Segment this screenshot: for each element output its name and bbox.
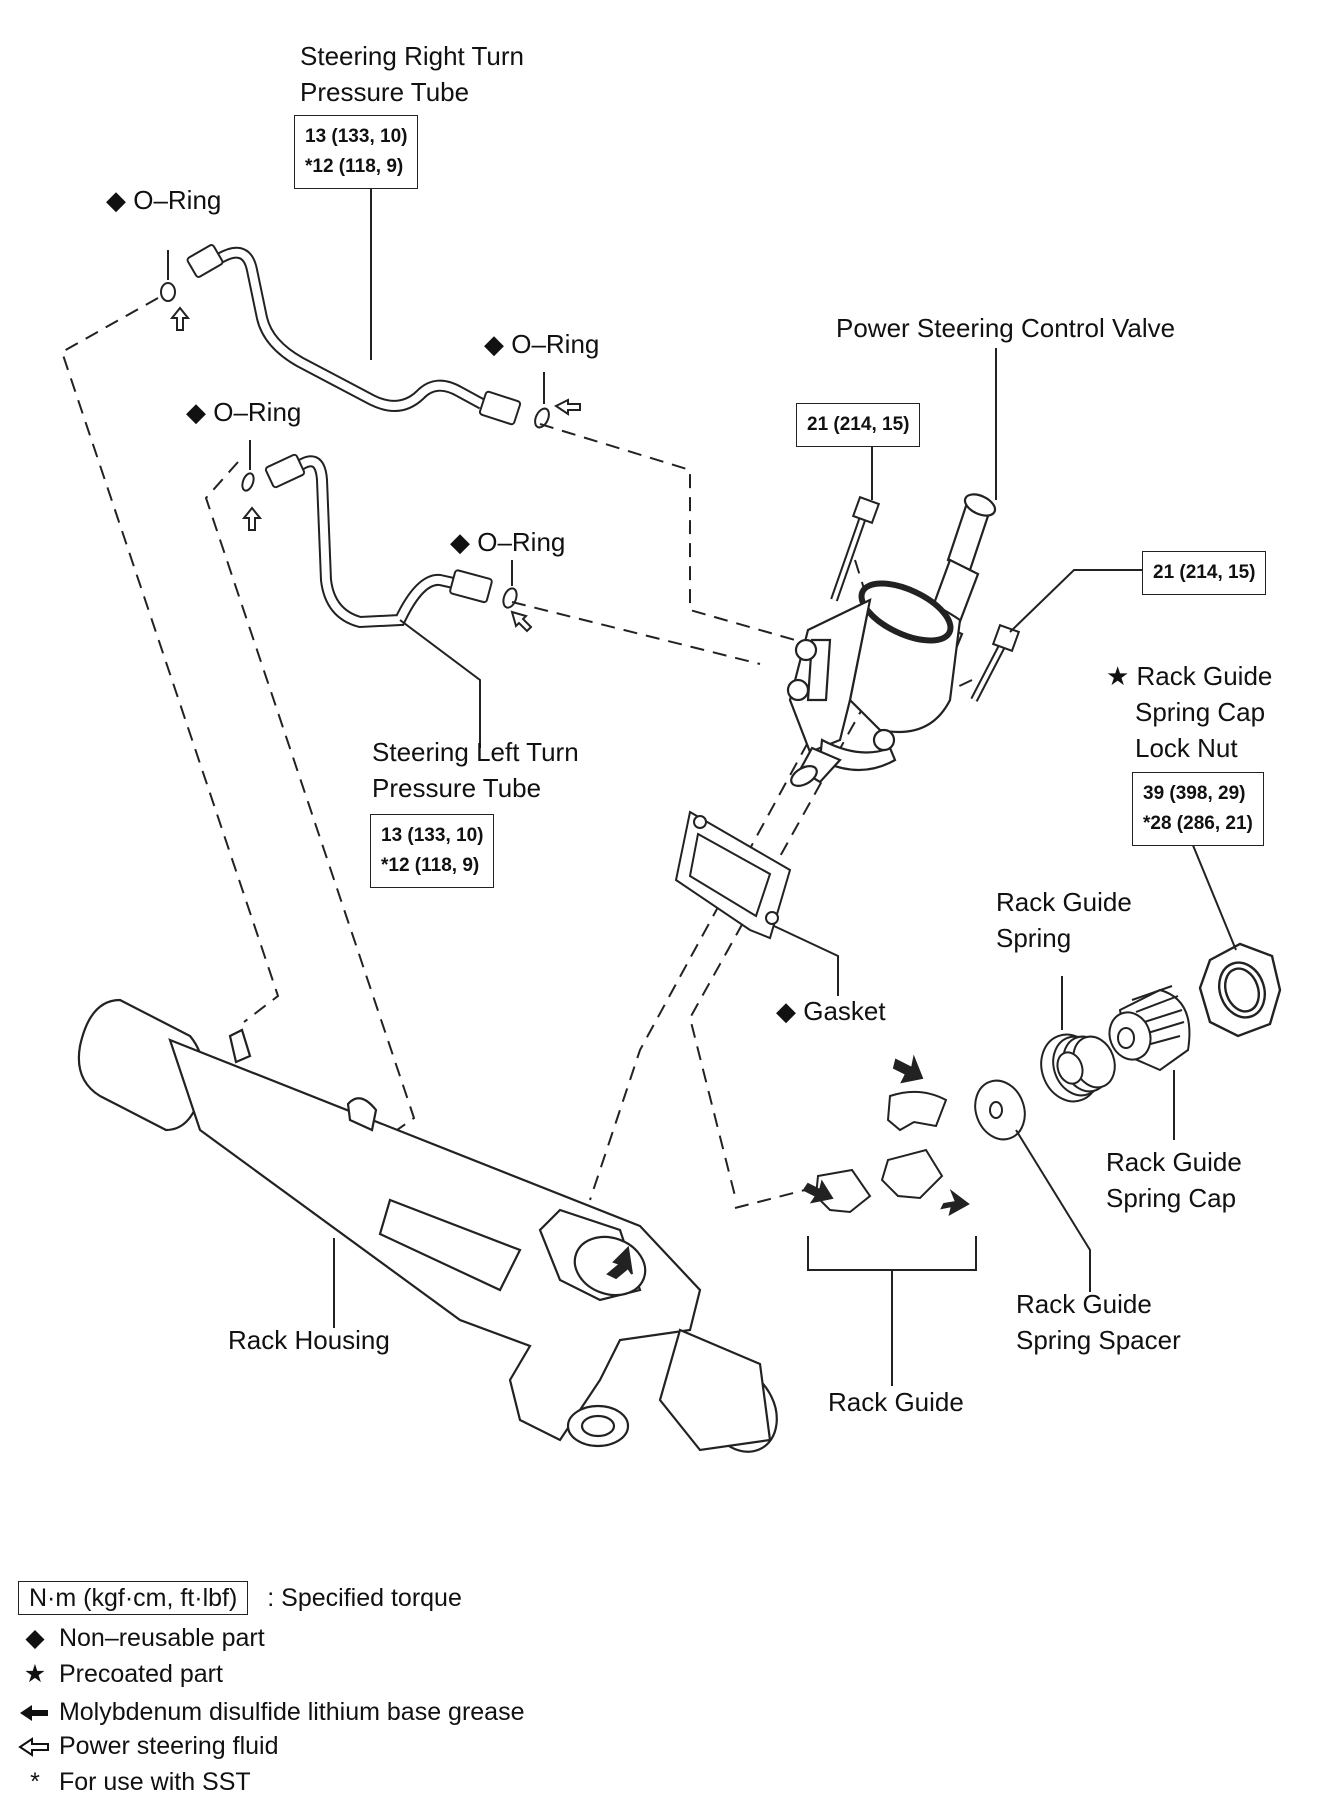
label-oring-left-mid: ◆ O–Ring — [186, 397, 302, 427]
torque-box-left-tube: 13 (133, 10) *12 (118, 9) — [370, 814, 495, 888]
legend-fluid: Power steering fluid — [58, 1732, 279, 1760]
valve-bolt-right — [970, 623, 1021, 702]
label-oring-top-left: ◆ O–Ring — [106, 185, 222, 215]
rack-guide-spring-part — [1040, 1033, 1116, 1103]
legend-precoated: Precoated part — [58, 1660, 223, 1688]
label-power-steering-control-valve: Power Steering Control Valve — [836, 313, 1176, 343]
label-rack-guide-spring-spacer: Rack Guide Spring Spacer — [1016, 1286, 1181, 1358]
torque-value: 39 (398, 29) — [1143, 783, 1246, 804]
rack-guide-spring-cap-lock-nut-part — [1198, 942, 1282, 1038]
torque-value: 21 (214, 15) — [807, 414, 910, 435]
label-steering-left-turn-pressure-tube: Steering Left Turn Pressure Tube — [372, 734, 579, 806]
oring-left-mid — [241, 472, 255, 492]
label-line: Lock Nut — [1135, 733, 1238, 763]
legend-row-sst: * For use with SST — [18, 1764, 251, 1800]
grease-arrow-icon — [606, 1245, 633, 1280]
legend-row-fluid: Power steering fluid — [18, 1728, 279, 1764]
label-line: Spring Cap — [1106, 1183, 1237, 1213]
torque-box-valve-bolt-right: 21 (214, 15) — [1142, 551, 1267, 595]
legend-specified-torque: : Specified torque — [267, 1584, 462, 1612]
label-line: Spring — [996, 923, 1072, 953]
rack-guide-bracket — [807, 1236, 977, 1271]
oring-right-mid — [534, 407, 550, 429]
label-oring-right-mid: ◆ O–Ring — [484, 329, 600, 359]
legend-row-non-reusable: ◆ Non–reusable part — [18, 1620, 265, 1656]
right-turn-pressure-tube — [186, 244, 522, 426]
legend-row-torque: N·m (kgf·cm, ft·lbf) : Specified torque — [18, 1580, 462, 1616]
asterisk-icon: * — [30, 1768, 40, 1796]
hollow-left-arrow-icon — [18, 1737, 49, 1758]
left-turn-pressure-tube — [264, 453, 493, 629]
label-rack-guide-spring: Rack Guide Spring — [996, 884, 1132, 956]
lock-nut-leader — [1189, 837, 1237, 951]
label-rack-housing: Rack Housing — [228, 1325, 390, 1355]
legend-non-reusable: Non–reusable part — [58, 1624, 265, 1652]
label-rack-guide-spring-cap-lock-nut: ★ Rack Guide Spring Cap Lock Nut — [1106, 658, 1272, 766]
label-right-turn-pressure-tube: Steering Right Turn Pressure Tube — [300, 38, 524, 110]
label-oring-lower: ◆ O–Ring — [450, 527, 566, 557]
torque-value: *12 (118, 9) — [381, 855, 480, 876]
torque-box-valve-bolt-left: 21 (214, 15) — [796, 403, 921, 447]
label-gasket: ◆ Gasket — [776, 996, 886, 1026]
fluid-arrow-icon — [169, 306, 581, 633]
rack-guide-part — [814, 1090, 948, 1214]
star-icon: ★ — [23, 1660, 47, 1688]
spring-spacer-leader — [1015, 1129, 1091, 1292]
label-rack-guide: Rack Guide — [828, 1387, 964, 1417]
legend-sst: For use with SST — [58, 1768, 251, 1796]
torque-box-lock-nut: 39 (398, 29) *28 (286, 21) — [1132, 772, 1264, 846]
gasket-leader — [773, 925, 839, 996]
valve-bolt-right-leader — [1009, 569, 1144, 633]
rack-guide-spring-spacer-part — [974, 1079, 1026, 1141]
label-line: Pressure Tube — [372, 773, 542, 803]
left-tube-leader — [399, 619, 481, 748]
legend-row-grease: Molybdenum disulfide lithium base grease — [18, 1694, 524, 1730]
rack-guide-spring-cap-part — [1108, 985, 1191, 1072]
torque-box-right-tube: 13 (133, 10) *12 (118, 9) — [294, 115, 419, 189]
label-line: Spring Spacer — [1016, 1325, 1181, 1355]
label-line: ★ Rack Guide — [1106, 661, 1273, 691]
label-line: Steering Left Turn — [372, 737, 579, 767]
legend-row-precoated: ★ Precoated part — [18, 1656, 223, 1692]
label-line: Rack Guide — [1106, 1147, 1242, 1177]
torque-value: 13 (133, 10) — [381, 825, 484, 846]
legend-unit-box: N·m (kgf·cm, ft·lbf) — [18, 1581, 249, 1615]
torque-value: 13 (133, 10) — [305, 126, 408, 147]
label-line: Rack Guide — [996, 887, 1132, 917]
label-line: Pressure Tube — [300, 77, 470, 107]
label-line: Rack Guide — [1016, 1289, 1152, 1319]
torque-value: *12 (118, 9) — [305, 156, 404, 177]
solid-left-arrow-icon — [20, 1705, 48, 1722]
diamond-icon: ◆ — [25, 1624, 45, 1652]
label-rack-guide-spring-cap: Rack Guide Spring Cap — [1106, 1144, 1242, 1216]
oring-top-left — [160, 282, 176, 302]
grease-arrow-icon — [802, 1054, 970, 1216]
label-line: Steering Right Turn — [300, 41, 525, 71]
power-steering-control-valve — [786, 493, 997, 787]
oring-lower — [502, 587, 518, 609]
valve-bolt-left — [830, 495, 881, 602]
torque-value: 21 (214, 15) — [1153, 562, 1256, 583]
rack-housing-part — [77, 998, 778, 1453]
gasket-part — [674, 810, 792, 940]
legend-grease: Molybdenum disulfide lithium base grease — [58, 1698, 525, 1726]
label-line: Spring Cap — [1135, 697, 1266, 727]
torque-value: *28 (286, 21) — [1143, 813, 1253, 834]
